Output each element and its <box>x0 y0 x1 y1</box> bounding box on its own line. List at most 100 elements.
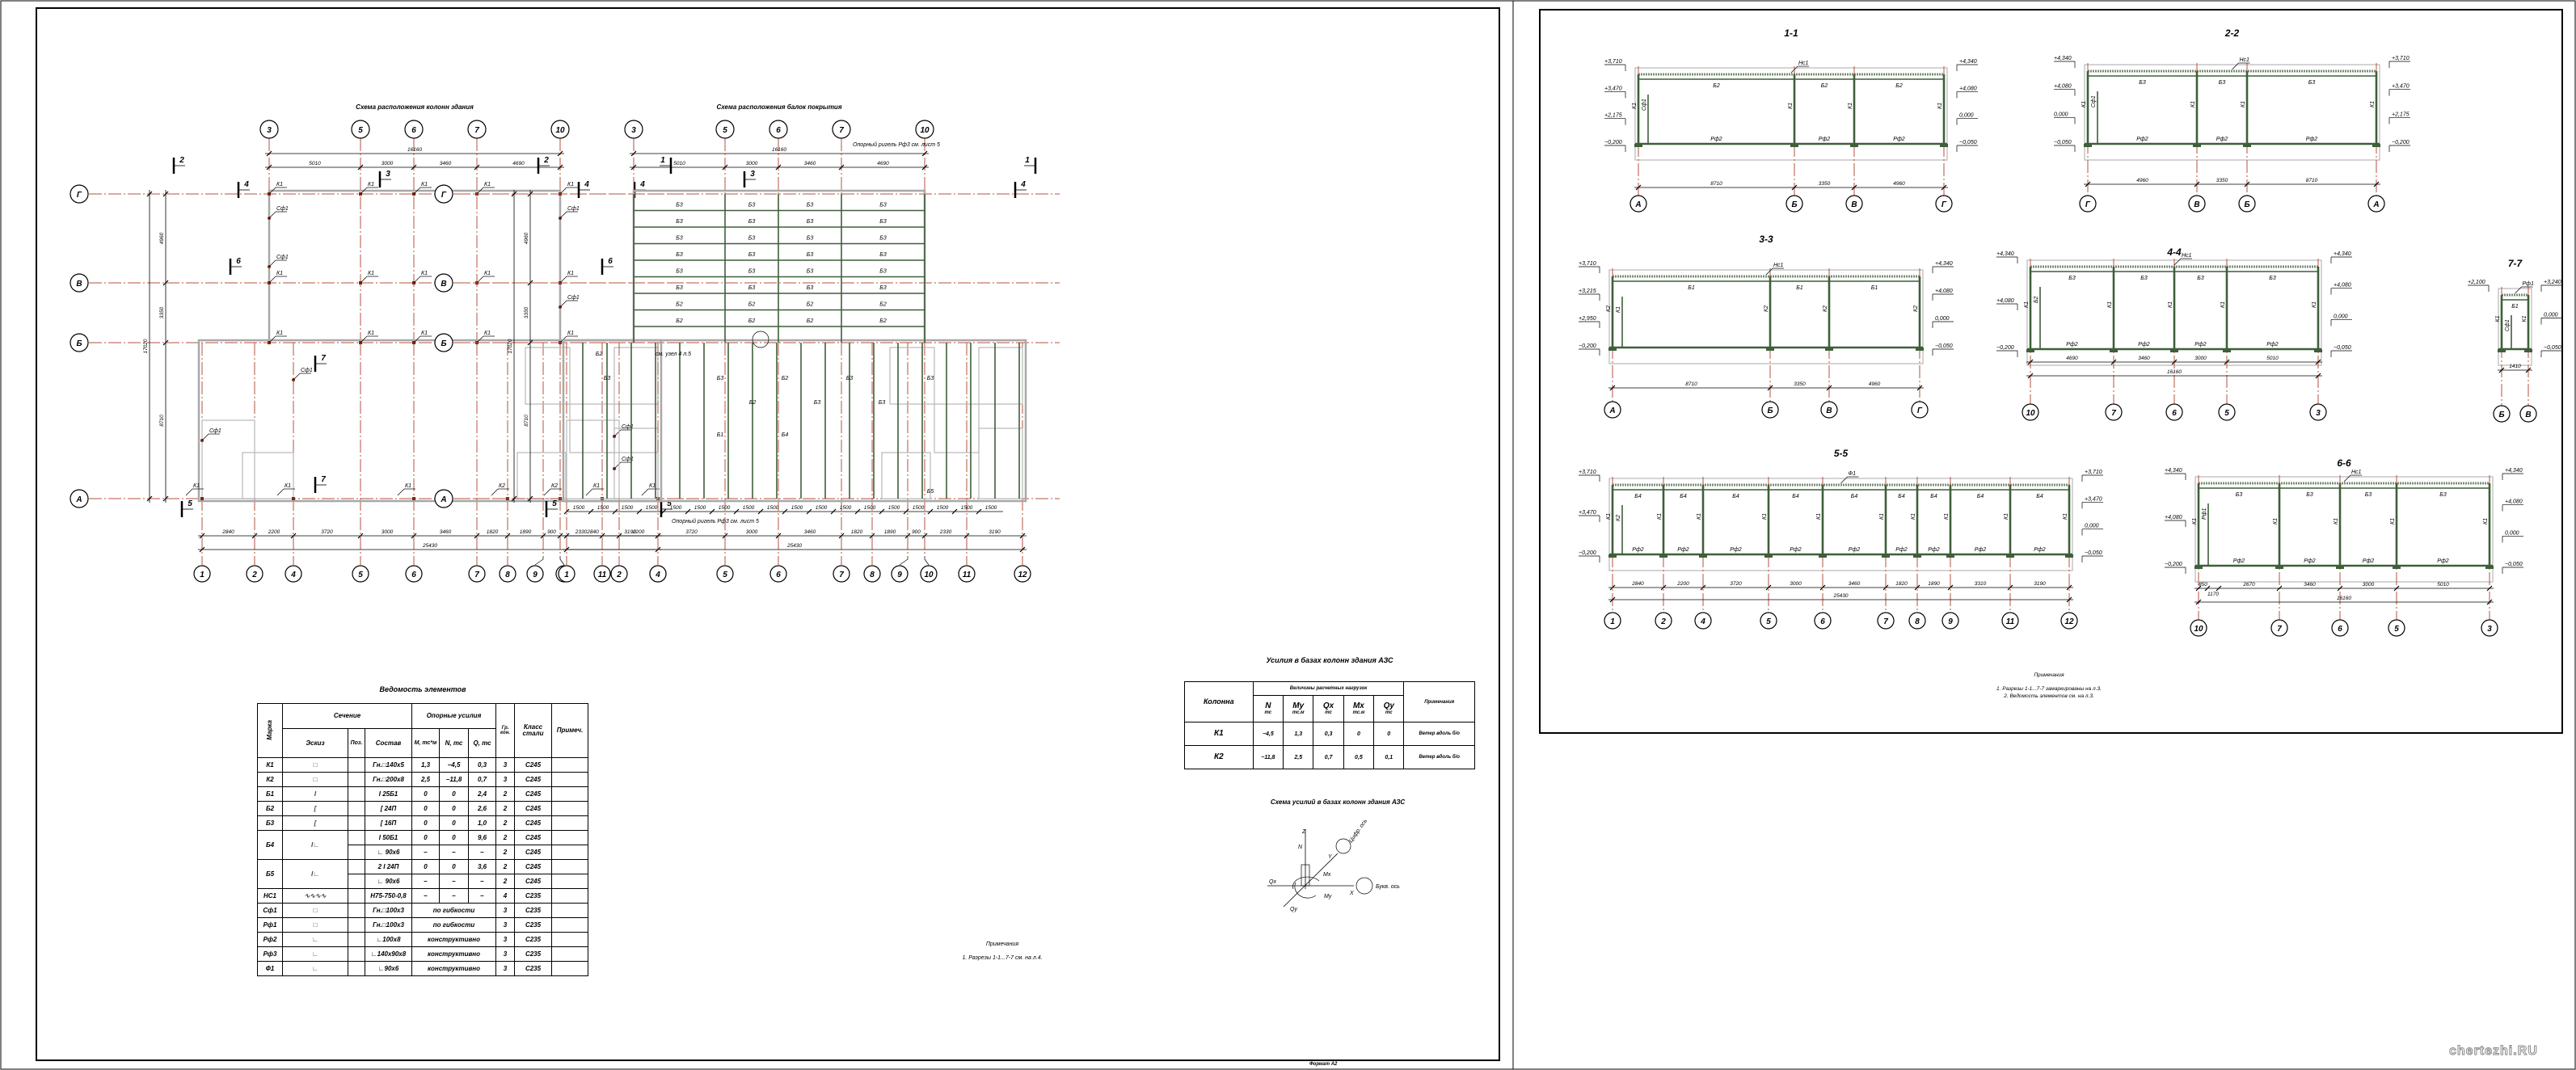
dim-tick <box>757 508 764 515</box>
cell-forces-text: по гибкости <box>411 903 496 918</box>
axis-bubble <box>1845 195 1863 213</box>
section-dim-value: 3310 <box>1975 581 1987 587</box>
column-base <box>1850 144 1858 147</box>
cell-composition: Гн.□140х5 <box>365 757 412 773</box>
axis-label: 9 <box>897 571 902 579</box>
section-title: 1-1 <box>1784 27 1798 39</box>
axis-bubble <box>404 120 424 139</box>
axis-bubble <box>624 120 643 139</box>
axis-bubble <box>70 333 89 352</box>
column-base <box>2393 566 2401 569</box>
floor-mark: Рф2 <box>2437 558 2449 564</box>
bottom-dim-value: 3460 <box>440 529 452 535</box>
axis-bubble <box>2481 619 2498 637</box>
column-base <box>2314 349 2322 352</box>
bottom-dim-value: 2330 <box>575 529 588 535</box>
deck-mark: Нс1 <box>2182 253 2192 259</box>
dim-tick <box>527 339 533 346</box>
level-mark: +4,080 <box>1996 298 2014 304</box>
bottom-dim-value: 1820 <box>487 529 499 535</box>
column-mark: К1 <box>484 271 491 276</box>
cell-note <box>551 946 588 962</box>
axis-bubble <box>2309 403 2327 421</box>
brace-mark: Сф1 <box>567 295 580 301</box>
column-base <box>2275 566 2283 569</box>
axis-bubble <box>920 565 938 583</box>
section-title: 6-6 <box>2337 457 2351 469</box>
dim-tick <box>2195 585 2202 592</box>
column-mark: К1 <box>2273 518 2279 524</box>
section-mark-label: 6 <box>236 257 241 266</box>
dim-tick <box>976 508 982 515</box>
axis-label: 10 <box>2026 409 2035 418</box>
section-dim-value: 3350 <box>1794 381 1806 387</box>
dim-tick <box>838 533 845 539</box>
axis-label: 6 <box>776 571 781 579</box>
axis-bubble <box>715 120 735 139</box>
dim-tick <box>782 508 788 515</box>
leader <box>413 276 421 284</box>
cell-composition: Гн.□200х8 <box>365 772 412 787</box>
column-mark: К2 <box>1823 305 1828 312</box>
column-base <box>1913 554 1921 558</box>
column-base <box>2194 566 2203 569</box>
spacing-dim-value: 1500 <box>937 505 949 511</box>
axis-bubble <box>915 120 934 139</box>
axis-label: 9 <box>533 571 538 579</box>
axis-label: 7 <box>2277 625 2282 634</box>
cell-value: 0,7 <box>1313 745 1344 769</box>
cell-composition: [ 16П <box>365 815 412 831</box>
axis-label: 3 <box>267 126 272 135</box>
column-mark: К1 <box>2220 301 2226 308</box>
force-name: Mx <box>1352 701 1364 710</box>
column-base <box>2065 554 2073 558</box>
leader <box>476 335 484 343</box>
section-total-dim-value: 16160 <box>2337 596 2351 601</box>
column-marker <box>200 497 204 500</box>
spacing-dim-value: 1500 <box>597 505 609 511</box>
bottom-total-dim-value: 25430 <box>786 543 802 549</box>
axis-label: 7 <box>839 571 844 579</box>
watermark: chertezhi.RU <box>2449 1044 2538 1059</box>
dim-tick <box>1826 385 1832 391</box>
column-mark: К1 <box>2241 101 2246 107</box>
axis-bent-leader <box>924 556 930 566</box>
beam-mark: Б3 <box>879 252 887 258</box>
axis-label: 6 <box>411 571 416 579</box>
level-mark: 0,000 <box>2544 313 2558 318</box>
cell-n: 0 <box>439 830 469 845</box>
outer-wall-lower <box>197 339 663 503</box>
dim-tick <box>1851 184 1857 191</box>
section-dim-value: 3190 <box>2034 581 2046 587</box>
deck-mark: Нс1 <box>1773 263 1784 268</box>
column-mark: К1 <box>1657 513 1663 520</box>
column-mark: К1 <box>649 483 656 489</box>
dim-tick <box>879 508 885 515</box>
beam-mark: Б3 <box>879 285 887 291</box>
axis-label: 10 <box>924 571 934 579</box>
cell-note <box>551 859 588 874</box>
axis-label: 7 <box>1883 617 1888 626</box>
section-mark-label: 1 <box>660 156 665 165</box>
cell-sketch-icon: [ <box>282 815 348 831</box>
dim-tick <box>527 191 533 197</box>
spacing-dim-value: 1500 <box>985 505 997 511</box>
beam-mark: Б3 <box>748 203 756 209</box>
force-name: My <box>1292 701 1305 710</box>
cell-q: 0,7 <box>468 772 496 787</box>
leader <box>559 276 567 284</box>
header-n: N, тс <box>439 728 469 758</box>
header-mark: Марка <box>257 703 283 758</box>
cell-sketch-icon: ∟ <box>282 932 348 947</box>
top-dim-value: 5010 <box>309 161 321 166</box>
cell-m: 0 <box>411 786 440 802</box>
axis-label: А <box>2372 200 2379 209</box>
cell-steel: С245 <box>514 874 552 889</box>
column-base <box>1659 554 1667 558</box>
section-dim-value: 3460 <box>2138 356 2150 361</box>
axis-label: 2 <box>251 571 257 579</box>
column-mark: К1 <box>484 182 491 187</box>
axis-bubble <box>593 565 611 583</box>
section-mark-label: 3 <box>750 170 755 179</box>
column-mark: К1 <box>593 483 600 489</box>
